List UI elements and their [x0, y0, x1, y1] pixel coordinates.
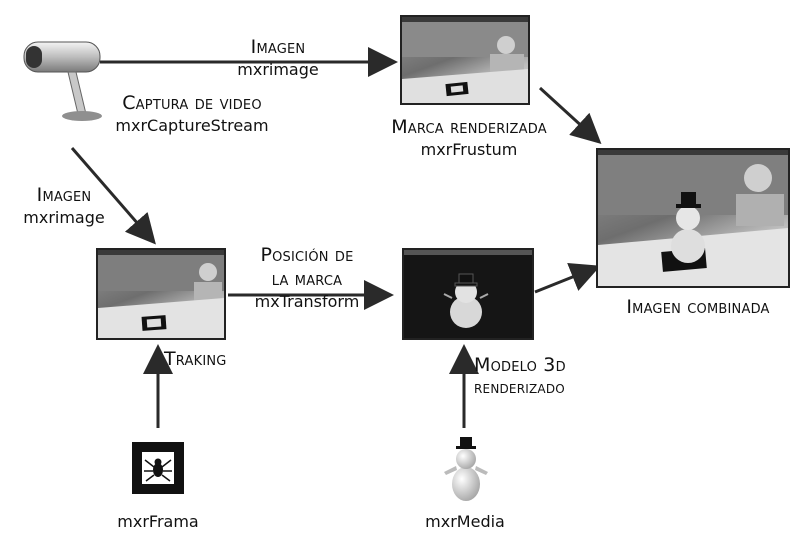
marca-renderizada-screenshot — [400, 15, 530, 105]
imagen-combinada-screenshot — [596, 148, 790, 288]
imagen-left-code: mxrimage — [23, 207, 105, 227]
marca-label: Marca renderizada mxrFrustum — [358, 116, 580, 160]
capture-title: Captura de video — [122, 92, 262, 114]
media-label: mxrMedia — [410, 512, 520, 532]
combinada-label: Imagen combinada — [600, 296, 796, 320]
imagen-top-code: mxrimage — [237, 59, 319, 79]
traking-screenshot — [96, 248, 226, 340]
combinada-title: Imagen combinada — [626, 296, 770, 318]
arrow-render-to-combinada — [534, 262, 601, 294]
webcam-icon — [23, 41, 102, 121]
capture-code: mxrCaptureStream — [115, 115, 269, 135]
spider-marker-icon — [132, 442, 184, 494]
frama-code: mxrFrama — [117, 512, 199, 531]
traking-title: Traking — [164, 348, 227, 370]
posicion-code: mxTransform — [254, 291, 360, 311]
marca-code: mxrFrustum — [420, 139, 518, 159]
imagen-left-label: Imagen mxrimage — [14, 184, 114, 228]
arrow-capture-to-traking — [70, 147, 156, 245]
modelo-title-line2: renderizado — [474, 377, 565, 398]
traking-label: Traking — [164, 348, 254, 372]
frama-label: mxrFrama — [98, 512, 218, 532]
imagen-left-title: Imagen — [36, 184, 92, 206]
marca-title: Marca renderizada — [391, 116, 547, 138]
capture-label: Captura de video mxrCaptureStream — [92, 92, 292, 136]
posicion-title-line1: Posición de — [260, 244, 354, 266]
posicion-label: Posición de la marca mxTransform — [232, 244, 382, 312]
render-screenshot — [402, 248, 534, 340]
imagen-top-title: Imagen — [250, 36, 306, 58]
modelo-title-line1: Modelo 3d — [474, 354, 566, 376]
arrow-marca-to-combinada — [538, 86, 602, 145]
imagen-top-label: Imagen mxrimage — [208, 36, 348, 80]
media-code: mxrMedia — [425, 512, 505, 531]
snowman-icon — [444, 437, 488, 501]
posicion-title-line2: la marca — [271, 267, 343, 290]
modelo-label: Modelo 3d renderizado — [474, 354, 604, 399]
